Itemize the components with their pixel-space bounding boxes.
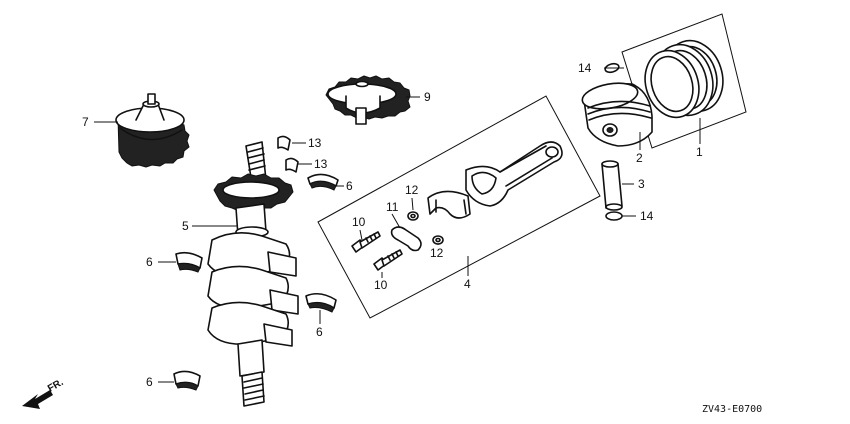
rod-cap[interactable] [427, 190, 471, 219]
key-part-13-lower[interactable] [285, 157, 299, 173]
connecting-rod-part-4[interactable] [465, 141, 563, 207]
callout-14-lower: 14 [640, 209, 654, 223]
leader-lines [94, 67, 701, 383]
bearing-part-6-left[interactable] [175, 251, 203, 273]
callout-3: 3 [638, 177, 645, 191]
front-direction-indicator: FR. [22, 377, 66, 409]
front-direction-label: FR. [46, 377, 66, 395]
nut-part-12-lower[interactable] [432, 235, 444, 245]
callout-12-upper: 12 [405, 183, 419, 197]
callout-11: 11 [386, 200, 399, 214]
callout-14-upper: 14 [578, 61, 592, 75]
callout-1: 1 [696, 145, 703, 159]
callout-6-upper: 6 [346, 179, 353, 193]
callout-10-lower: 10 [374, 278, 388, 292]
crankshaft-part-5[interactable] [207, 141, 299, 407]
piston-part-2[interactable] [580, 79, 653, 147]
key-part-13-upper[interactable] [277, 135, 291, 151]
callout-5: 5 [182, 219, 189, 233]
piston-ring-set-part-1[interactable] [637, 33, 732, 124]
callout-6-middle: 6 [316, 325, 323, 339]
diagram-code: ZV43-E0700 [702, 404, 762, 415]
gear-part-9[interactable] [325, 75, 411, 125]
piston-pin-part-3[interactable] [601, 160, 623, 211]
callout-7: 7 [82, 115, 89, 129]
rod-bolt-part-10-upper[interactable] [351, 231, 381, 253]
bearing-part-6-lower[interactable] [173, 370, 201, 391]
callout-4: 4 [464, 277, 471, 291]
lock-plate-part-11[interactable] [390, 226, 422, 252]
callout-9: 9 [424, 90, 431, 104]
front-arrow-icon [22, 390, 53, 409]
connecting-rod-assembly-frame [317, 95, 601, 319]
callout-13-lower: 13 [314, 157, 328, 171]
callout-12-lower: 12 [430, 246, 444, 260]
bearing-part-6-upper[interactable] [307, 173, 339, 191]
callout-6-left: 6 [146, 255, 153, 269]
timing-gear-part-7[interactable] [115, 93, 190, 168]
callout-6-lower: 6 [146, 375, 153, 389]
callout-labels: 7 9 13 13 6 5 6 6 6 4 10 10 11 12 12 14 … [82, 61, 703, 389]
nut-part-12-upper[interactable] [407, 211, 419, 221]
callout-13-upper: 13 [308, 136, 322, 150]
rod-bolt-part-10-lower[interactable] [373, 249, 403, 271]
bearing-part-6-middle[interactable] [305, 292, 337, 313]
callout-2: 2 [636, 151, 643, 165]
circlip-part-14-upper[interactable] [604, 62, 620, 74]
circlip-part-14-lower[interactable] [605, 211, 623, 221]
callout-10-upper: 10 [352, 215, 366, 229]
